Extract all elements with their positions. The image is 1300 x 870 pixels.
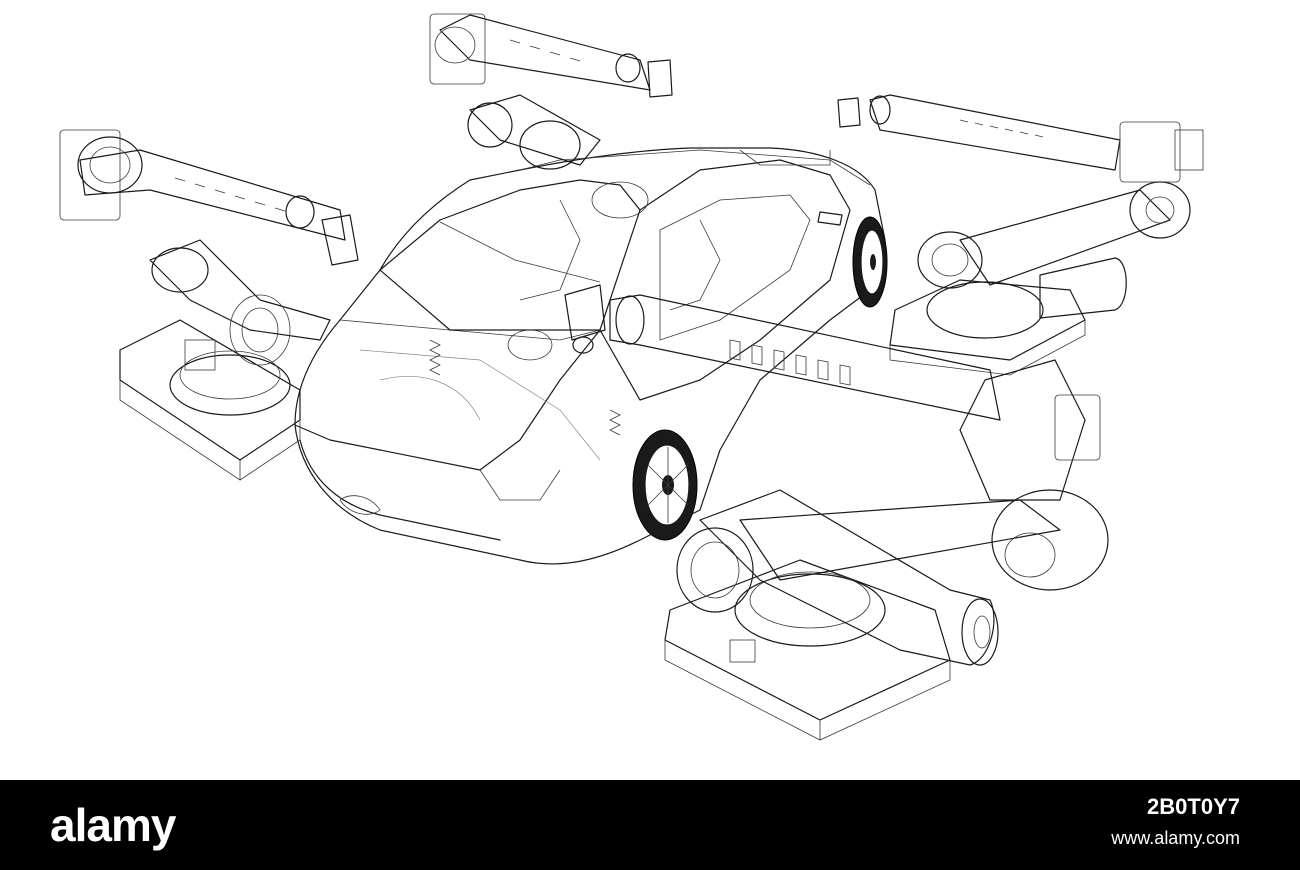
robot-arm-front [564, 284, 1109, 741]
car-wireframe [294, 147, 888, 565]
wireframe-illustration [59, 13, 1204, 741]
robot-arm-right-top [837, 94, 1204, 376]
image-id-label: 2B0T0Y7 [1147, 794, 1240, 819]
site-url-label: www.alamy.com [1111, 828, 1240, 848]
robot-arm-top-center [429, 13, 673, 170]
watermark-bar: alamy 2B0T0Y7 www.alamy.com [0, 780, 1300, 870]
alamy-logo: alamy [50, 799, 176, 851]
robot-arm-top-left [59, 129, 359, 481]
